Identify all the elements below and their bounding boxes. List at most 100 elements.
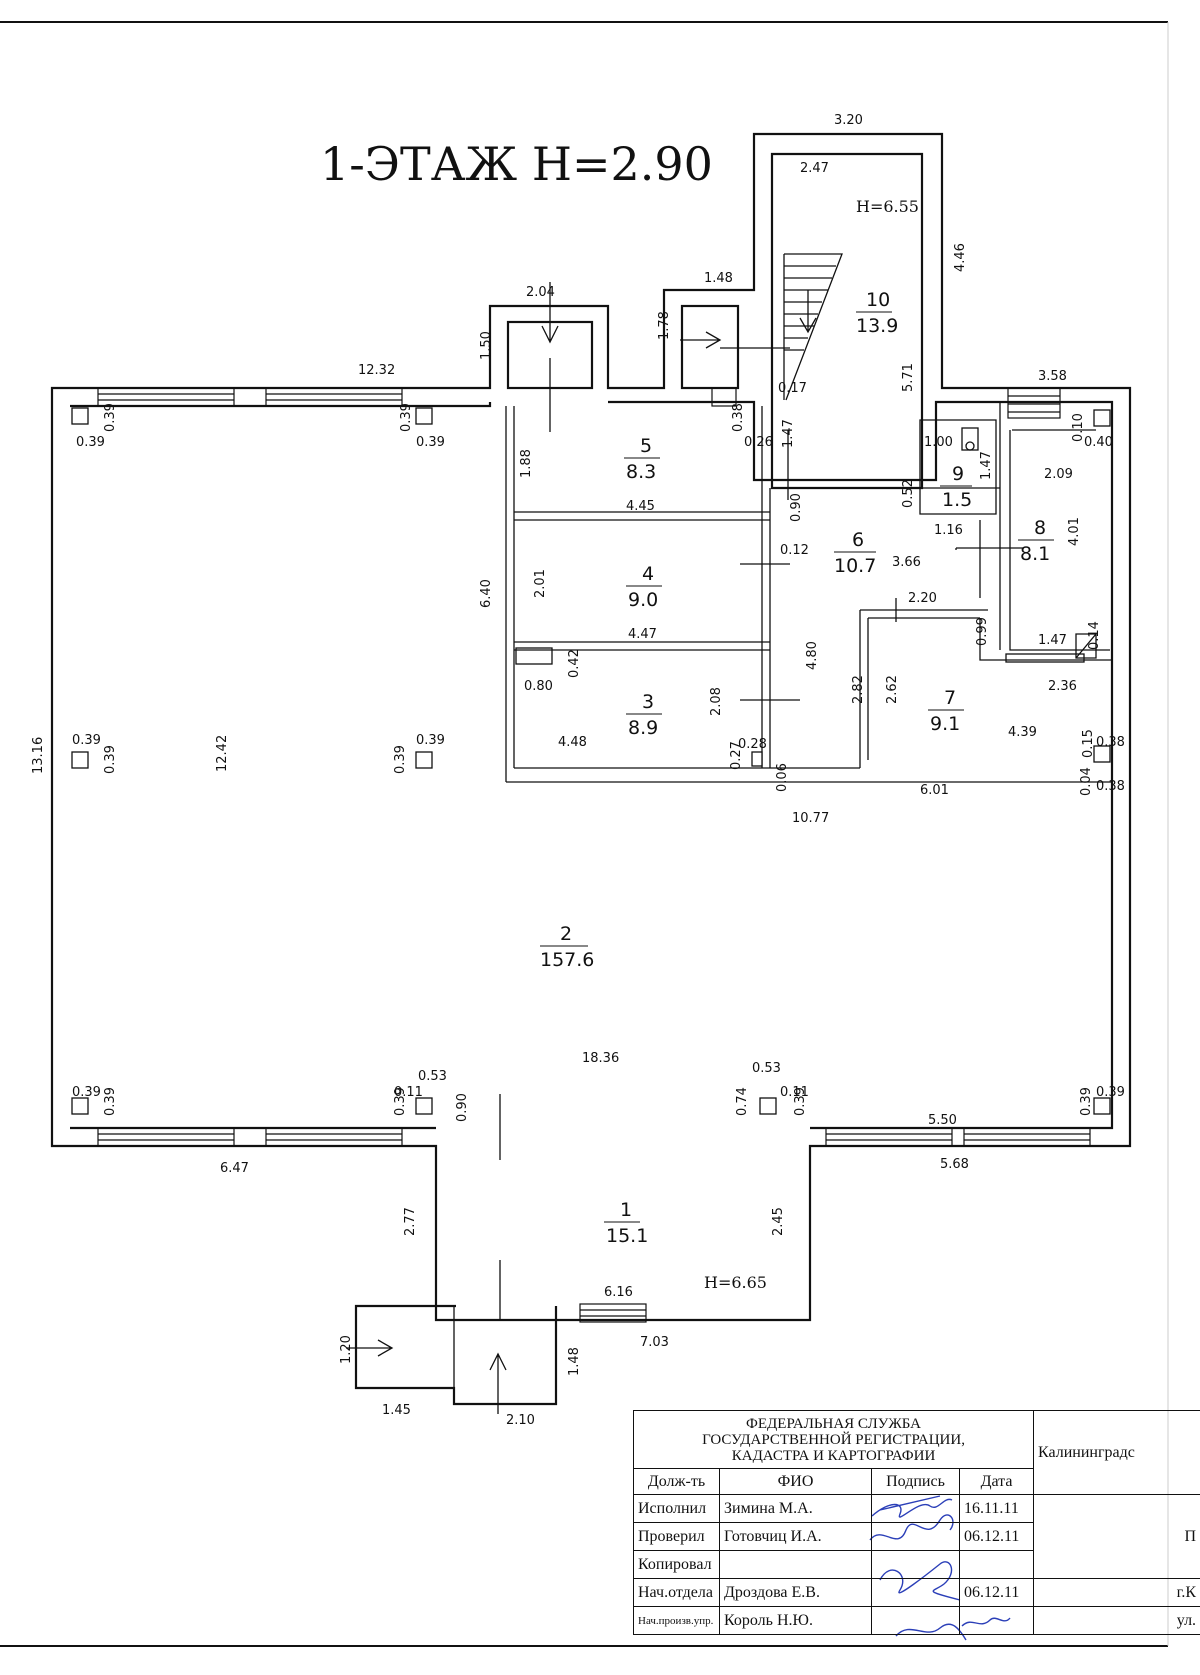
interior-walls (505, 402, 1112, 783)
header-date: Дата (958, 1468, 1035, 1495)
room-area: 157.6 (540, 949, 594, 971)
dimension: 0.14 (1087, 621, 1102, 650)
dimension: 0.53 (418, 1069, 447, 1084)
room-area: 8.9 (628, 717, 658, 739)
dimension: 4.01 (1067, 517, 1082, 546)
dimension: 5.50 (928, 1113, 957, 1128)
windows (97, 387, 1091, 1323)
floor-title: 1-ЭТАЖ Н=2.90 (320, 137, 713, 191)
room-number: 6 (852, 529, 864, 551)
dimension: 0.28 (738, 737, 767, 752)
outer-walls (50, 132, 1132, 1406)
room-number: 2 (560, 923, 572, 945)
room-number: 10 (866, 289, 890, 311)
row-role: Нач.произв.упр. (633, 1606, 720, 1635)
row-date: 06.12.11 (958, 1522, 1035, 1551)
row-role: Нач.отдела (633, 1578, 720, 1607)
dimension: 1.48 (704, 271, 733, 286)
height-label: Н=6.55 (856, 197, 919, 216)
room-area: 9.0 (628, 589, 658, 611)
row-signature (871, 1494, 960, 1523)
dimension: 0.39 (76, 435, 105, 450)
dimension: 4.45 (626, 499, 655, 514)
entry-arrows (346, 282, 1024, 1414)
row-date: 06.12.11 (958, 1578, 1035, 1607)
dimension: 1.47 (1038, 633, 1067, 648)
dimension: 1.47 (781, 419, 796, 448)
room-area: 1.5 (942, 489, 972, 511)
room-area: 8.1 (1020, 543, 1050, 565)
dimension: 1.00 (924, 435, 953, 450)
room-area: 15.1 (606, 1225, 648, 1247)
room-area: 8.3 (626, 461, 656, 483)
room-area: 10.7 (834, 555, 876, 577)
row-name (719, 1550, 872, 1579)
columns (71, 407, 1111, 1115)
dimension: 0.12 (780, 543, 809, 558)
header-name: ФИО (719, 1468, 872, 1495)
dimension: 4.39 (1008, 725, 1037, 740)
dimension: 0.38 (1096, 779, 1125, 794)
row-name: Готовчиц И.А. (719, 1522, 872, 1551)
dimension: 2.04 (526, 285, 555, 300)
org-line: КАДАСТРА И КАРТОГРАФИИ (731, 1447, 936, 1464)
toilet-icon (961, 427, 979, 451)
dimension: 0.39 (72, 1085, 101, 1100)
dimension: 2.36 (1048, 679, 1077, 694)
row-signature (871, 1606, 960, 1635)
dimension: 13.16 (31, 737, 46, 774)
dimension: 4.80 (805, 641, 820, 670)
dimension: 2.01 (533, 569, 548, 598)
title-block: ФЕДЕРАЛЬНАЯ СЛУЖБА ГОСУДАРСТВЕННОЙ РЕГИС… (632, 1410, 1200, 1635)
org-name: ФЕДЕРАЛЬНАЯ СЛУЖБА ГОСУДАРСТВЕННОЙ РЕГИС… (632, 1410, 1035, 1469)
dimensions: 3.20 2.47 4.46 2.04 1.48 1.50 1.78 12.32… (31, 113, 1125, 1428)
dimension: 18.36 (582, 1051, 619, 1066)
dimension: 5.71 (901, 363, 916, 392)
dimension: 0.39 (399, 403, 414, 432)
dimension: 2.82 (851, 675, 866, 704)
room-labels: Н=6.55 Н=6.65 1 15.1 2 157.6 3 8.9 4 9.0… (540, 197, 1054, 1292)
dimension: 2.45 (771, 1207, 786, 1236)
dimension: 0.17 (778, 381, 807, 396)
dimension: 0.53 (752, 1061, 781, 1076)
dimension: 2.77 (403, 1207, 418, 1236)
right-p: П (1033, 1494, 1200, 1579)
room-number: 8 (1034, 517, 1046, 539)
dimension: 2.62 (885, 675, 900, 704)
region-name: Калининградс (1033, 1410, 1200, 1495)
row-date (958, 1550, 1035, 1579)
dimension: 2.08 (709, 687, 724, 716)
room-number: 9 (952, 463, 964, 485)
dimension: 0.38 (731, 403, 746, 432)
dimension: 0.11 (394, 1085, 423, 1100)
row-signature (871, 1578, 960, 1607)
row-name: Зимина М.А. (719, 1494, 872, 1523)
dimension: 1.20 (339, 1335, 354, 1364)
org-line: ГОСУДАРСТВЕННОЙ РЕГИСТРАЦИИ, (702, 1431, 965, 1448)
dimension: 0.52 (901, 479, 916, 508)
dimension: 6.47 (220, 1161, 249, 1176)
dimension: 2.20 (908, 591, 937, 606)
dimension: 2.10 (506, 1413, 535, 1428)
dimension: 1.88 (519, 449, 534, 478)
dimension: 0.38 (1096, 735, 1125, 750)
dimension: 1.48 (567, 1347, 582, 1376)
dimension: 1.50 (479, 331, 494, 360)
dimension: 0.90 (455, 1093, 470, 1122)
dimension: 0.42 (567, 649, 582, 678)
dimension: 0.39 (103, 1087, 118, 1116)
dimension: 6.16 (604, 1285, 633, 1300)
room-number: 7 (944, 687, 956, 709)
row-role: Исполнил (633, 1494, 720, 1523)
dimension: 10.77 (792, 811, 829, 826)
dimension: 0.10 (1071, 413, 1086, 442)
dimension: 12.32 (358, 363, 395, 378)
dimension: 0.06 (775, 763, 790, 792)
dimension: 6.01 (920, 783, 949, 798)
dimension: 3.66 (892, 555, 921, 570)
room-number: 3 (642, 691, 654, 713)
row-signature (871, 1522, 960, 1551)
right-street: ул. (1033, 1606, 1200, 1635)
dimension: 2.47 (800, 161, 829, 176)
dimension: 2.09 (1044, 467, 1073, 482)
